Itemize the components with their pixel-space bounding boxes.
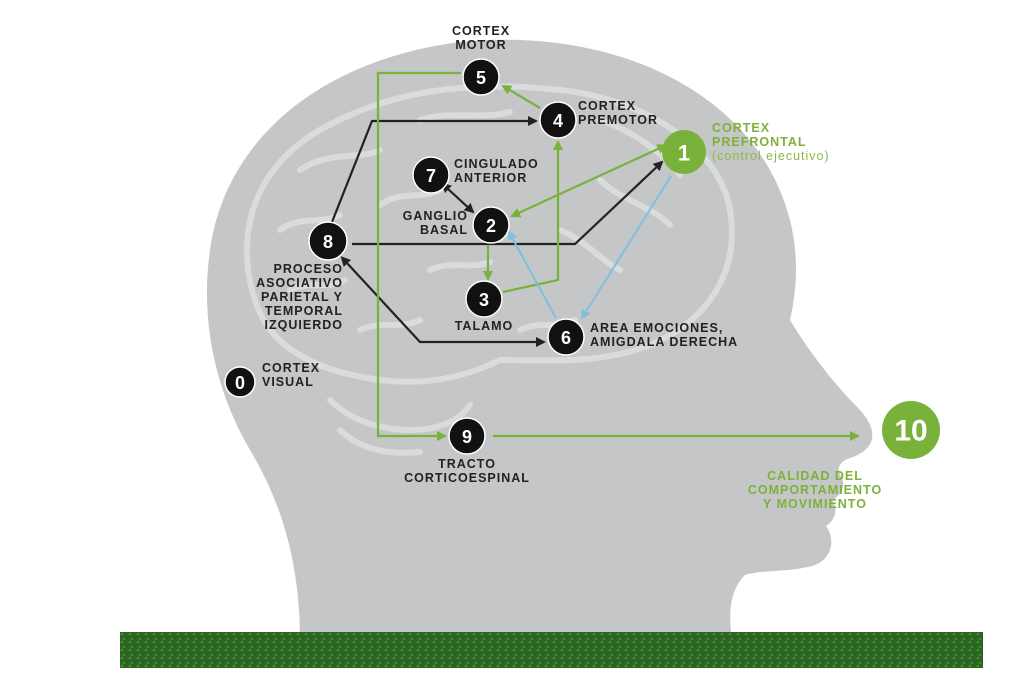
- node-0: 0: [224, 366, 256, 398]
- edge-6-to-2: [508, 230, 557, 319]
- node-8-label-line: ASOCIATIVO: [256, 276, 343, 290]
- node-10-label-line: COMPORTAMIENTO: [748, 483, 882, 497]
- node-6-label-line: AREA EMOCIONES,: [590, 321, 723, 335]
- node-6: 6: [547, 318, 585, 356]
- node-6-label-line: AMIGDALA DERECHA: [590, 335, 738, 349]
- node-4: 4: [539, 101, 577, 139]
- node-1-label-line: (control ejecutivo): [712, 149, 830, 163]
- node-9: 9: [448, 417, 486, 455]
- edge-8-to-4: [330, 116, 538, 223]
- node-3-circle: [465, 280, 503, 318]
- node-5-label-line: CORTEX: [452, 24, 510, 38]
- node-2-label-line: BASAL: [420, 223, 468, 237]
- node-3: 3: [465, 280, 503, 318]
- edge-8-to-6: [340, 256, 546, 347]
- node-8-label-line: IZQUIERDO: [265, 318, 343, 332]
- node-4-circle: [539, 101, 577, 139]
- edge-7-to-2: [441, 182, 475, 214]
- node-6-label: AREA EMOCIONES,AMIGDALA DERECHA: [590, 321, 738, 349]
- node-8-circle: [308, 221, 348, 261]
- node-1-label-line: CORTEX: [712, 121, 770, 135]
- node-2-number: 2: [486, 216, 496, 236]
- node-4-label-line: PREMOTOR: [578, 113, 658, 127]
- node-2-circle: [472, 206, 510, 244]
- edges-layer: [330, 71, 860, 441]
- node-8-label-line: TEMPORAL: [265, 304, 343, 318]
- node-7-circle: [412, 156, 450, 194]
- node-0-circle: [224, 366, 256, 398]
- grass-strip: [120, 632, 983, 668]
- node-9-label-line: TRACTO: [438, 457, 496, 471]
- node-6-number: 6: [561, 328, 571, 348]
- edge-4-to-5: [501, 84, 541, 109]
- node-0-label-line: CORTEX: [262, 361, 320, 375]
- node-8-number: 8: [323, 232, 333, 252]
- node-2-label-line: GANGLIO: [403, 209, 468, 223]
- node-3-label-line: TALAMO: [455, 319, 514, 333]
- node-5-circle: [462, 58, 500, 96]
- node-7: 7: [412, 156, 450, 194]
- node-9-label-line: CORTICOESPINAL: [404, 471, 530, 485]
- node-1-label-line: PREFRONTAL: [712, 135, 807, 149]
- node-10-number: 10: [894, 415, 927, 448]
- edge-3-to-4: [502, 140, 563, 294]
- node-5-number: 5: [476, 68, 486, 88]
- node-1-number: 1: [678, 141, 690, 166]
- node-4-label-line: CORTEX: [578, 99, 636, 113]
- node-8-label-line: PARIETAL Y: [261, 290, 343, 304]
- edge-1-to-6: [580, 175, 672, 320]
- nodes-layer: 0 1 2 3 4 5 6 7 8 9 10: [224, 58, 940, 459]
- node-1: 1: [662, 130, 706, 174]
- node-10-circle: [882, 401, 940, 459]
- node-3-number: 3: [479, 290, 489, 310]
- head-silhouette: [206, 39, 873, 640]
- node-10-label-line: CALIDAD DEL: [767, 469, 863, 483]
- node-7-number: 7: [426, 166, 436, 186]
- node-10: 10: [882, 401, 940, 459]
- node-0-label-line: VISUAL: [262, 375, 314, 389]
- node-5: 5: [462, 58, 500, 96]
- node-8-label-line: PROCESO: [273, 262, 343, 276]
- node-8: 8: [308, 221, 348, 261]
- node-1-circle: [662, 130, 706, 174]
- node-6-circle: [547, 318, 585, 356]
- edge-1-to-2: [510, 144, 668, 218]
- node-4-number: 4: [553, 111, 563, 131]
- node-5-label-line: MOTOR: [455, 38, 506, 52]
- node-9-circle: [448, 417, 486, 455]
- node-10-label-line: Y MOVIMIENTO: [763, 497, 867, 511]
- node-7-label-line: CINGULADO: [454, 157, 539, 171]
- node-3-label: TALAMO: [455, 319, 514, 333]
- edge-5-to-9: [376, 71, 461, 441]
- node-0-number: 0: [235, 373, 245, 393]
- node-7-label-line: ANTERIOR: [454, 171, 527, 185]
- node-9-number: 9: [462, 427, 472, 447]
- node-2: 2: [472, 206, 510, 244]
